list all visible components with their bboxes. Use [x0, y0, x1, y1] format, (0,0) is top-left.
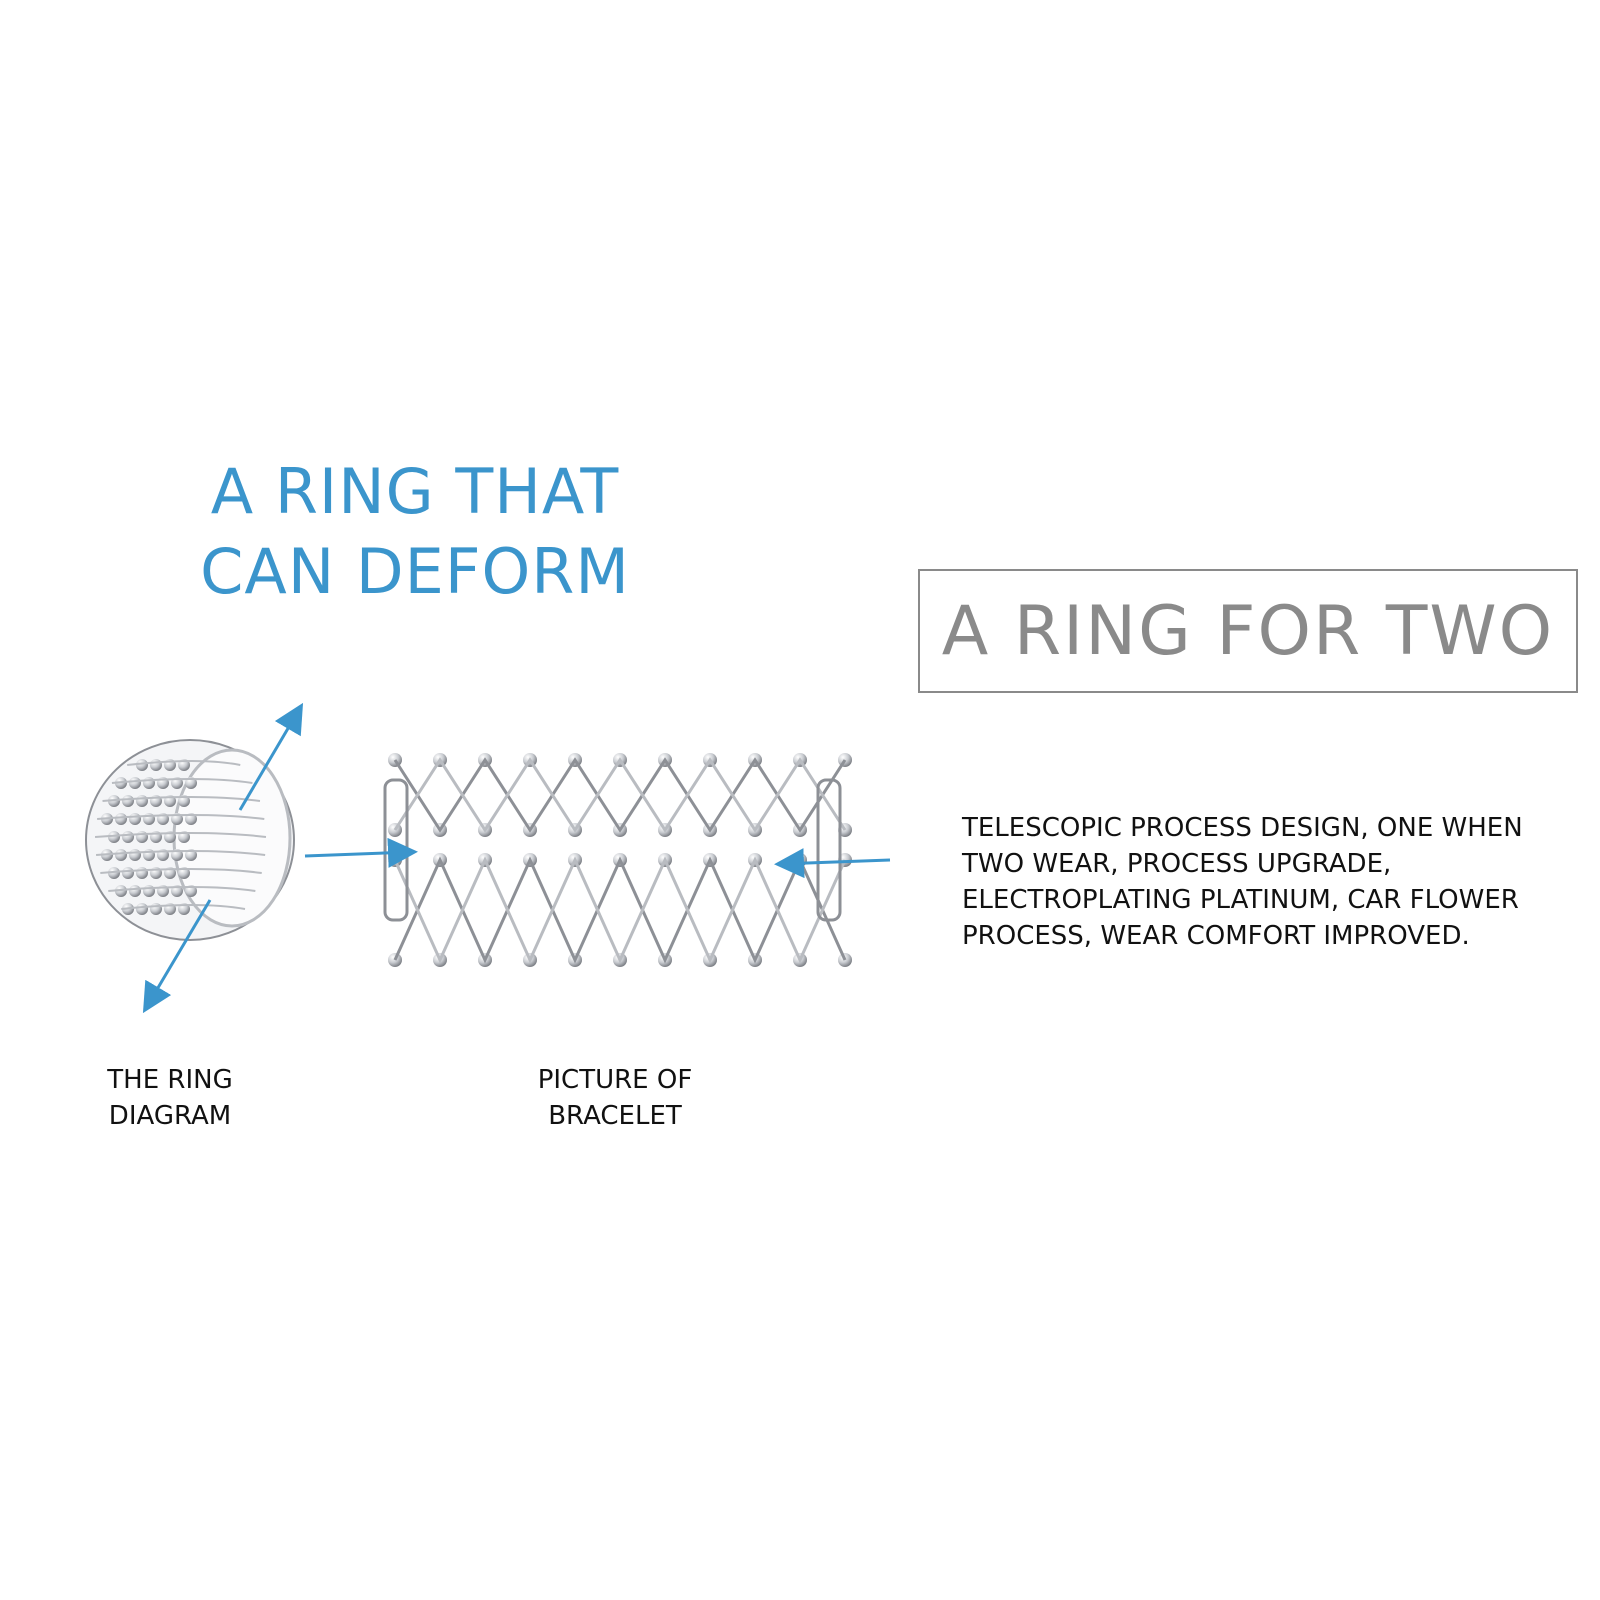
bracelet-caption: PICTURE OF BRACELET — [520, 1062, 710, 1134]
ring-strand — [108, 886, 256, 892]
compact-ring-image — [85, 739, 295, 941]
ring-bead — [136, 759, 148, 771]
headline: A RING THAT CAN DEFORM — [160, 452, 670, 612]
description-line: TWO WEAR, PROCESS UPGRADE, — [962, 849, 1392, 879]
description-line: ELECTROPLATING PLATINUM, CAR FLOWER — [962, 885, 1519, 915]
description-line: TELESCOPIC PROCESS DESIGN, ONE WHEN — [962, 813, 1523, 843]
ring-opening — [172, 748, 292, 928]
ring-strand — [121, 904, 246, 910]
ring-bead — [150, 759, 162, 771]
bracelet-caption-line-2: BRACELET — [548, 1101, 682, 1131]
ring-caption-line-2: DIAGRAM — [108, 1101, 232, 1131]
ring-strand — [94, 832, 267, 838]
description-line: PROCESS, WEAR COMFORT IMPROVED. — [962, 921, 1470, 951]
headline-line-1: A RING THAT — [210, 455, 620, 528]
ring-bead — [129, 777, 141, 789]
bracelet-end-left — [383, 778, 409, 922]
ring-strand — [111, 778, 253, 784]
ring-bead — [108, 867, 120, 879]
ring-bead — [129, 813, 141, 825]
ring-bead — [122, 831, 134, 843]
product-description: TELESCOPIC PROCESS DESIGN, ONE WHEN TWO … — [962, 810, 1572, 954]
bracelet-arrow-left — [304, 837, 418, 868]
ring-bead — [115, 813, 127, 825]
ring-bead — [136, 867, 148, 879]
ring-bead — [129, 849, 141, 861]
ring-bead — [122, 867, 134, 879]
bracelet-caption-line-1: PICTURE OF — [537, 1065, 693, 1095]
headline-line-2: CAN DEFORM — [200, 535, 630, 608]
ring-strand — [97, 814, 265, 820]
ring-expand-arrow-up — [238, 702, 304, 811]
bracelet-strand — [393, 856, 847, 964]
bracelet-end-right — [816, 778, 842, 922]
ring-bead — [150, 903, 162, 915]
ring-bead — [129, 885, 141, 897]
ring-strand — [100, 868, 262, 874]
bracelet-strand — [393, 757, 847, 833]
bracelet-image — [383, 753, 852, 967]
ring-strand — [95, 850, 266, 856]
ring-bead — [108, 831, 120, 843]
ring-caption-line-1: THE RING — [107, 1065, 233, 1095]
ring-bead — [143, 885, 155, 897]
deformation-arrows — [142, 702, 891, 1014]
ring-caption: THE RING DIAGRAM — [90, 1062, 250, 1134]
ring-bead — [115, 885, 127, 897]
ring-strand — [127, 760, 241, 766]
ring-bead — [136, 903, 148, 915]
ring-bead — [122, 795, 134, 807]
bracelet-strand — [393, 856, 847, 964]
ring-bead — [115, 849, 127, 861]
boxed-title-text: A RING FOR TWO — [941, 591, 1555, 671]
ring-bead — [136, 831, 148, 843]
boxed-title: A RING FOR TWO — [918, 569, 1578, 693]
bracelet-arrow-right — [774, 848, 891, 879]
ring-bead — [143, 777, 155, 789]
bracelet-strand — [393, 757, 847, 833]
ring-bead — [136, 795, 148, 807]
ring-expand-arrow-down — [142, 899, 212, 1014]
